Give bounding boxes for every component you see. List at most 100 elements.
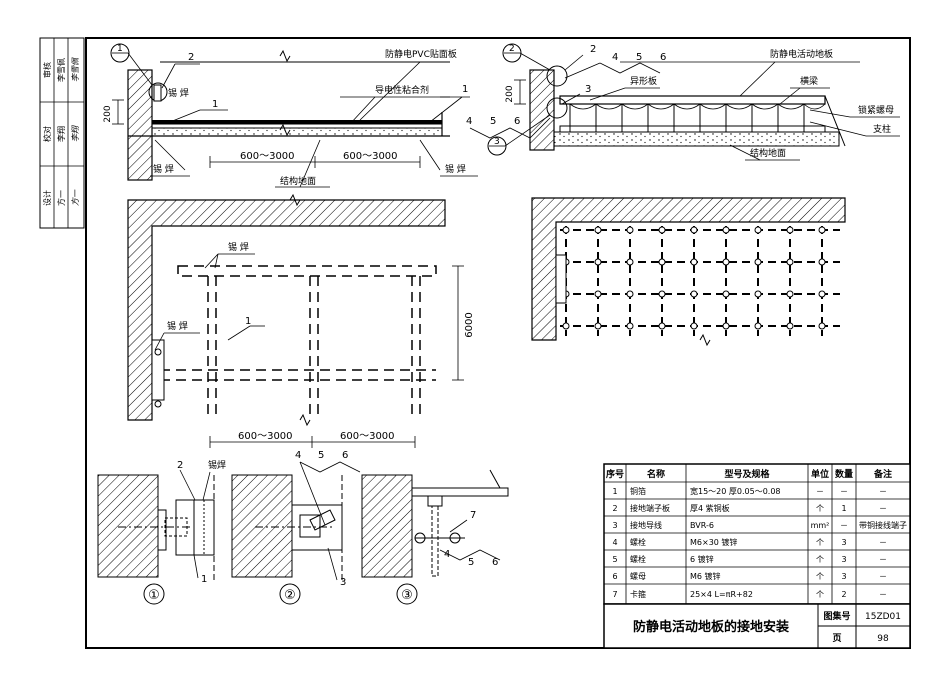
beam-label: 横梁	[800, 75, 818, 87]
table-cell: 个	[816, 572, 824, 581]
table-cell: 5	[612, 555, 617, 564]
atlas-label: 图集号	[823, 610, 850, 622]
detail-3-num-4: 4	[444, 549, 450, 560]
detail-1: 2 锡焊 1 ①	[97, 459, 226, 605]
detail-2: 4 5 6 3 ②	[231, 450, 361, 605]
side-stamp-block: 审核 校对 设计 李雪佩 李翔 方一 李雪佩 李翔 方一	[39, 37, 85, 229]
detail-3-num-5: 5	[468, 557, 474, 568]
detail-1-num-1: 1	[201, 574, 207, 585]
plan-dim-b: 600～3000	[340, 431, 395, 442]
stamp-role-1: 审核	[42, 62, 52, 78]
dim-200-right: 200	[505, 85, 515, 102]
table-cell: －	[879, 504, 887, 513]
table-header-name: 名称	[647, 468, 665, 480]
plan-raised-floor	[531, 197, 846, 347]
table-cell: 7	[612, 590, 617, 599]
detail-2-num-4: 4	[295, 450, 301, 461]
pillar-label: 支柱	[873, 123, 891, 135]
structural-floor-label-right: 结构地面	[750, 147, 786, 159]
detail-1-marker: ①	[148, 588, 160, 603]
table-cell: 宽15～20 厚0.05～0.08	[690, 486, 781, 496]
table-cell: －	[879, 538, 887, 547]
stamp-signature-3: 方一	[71, 189, 80, 206]
detail-2-num-3: 3	[340, 577, 346, 588]
table-cell: 1	[841, 504, 846, 513]
label-1-mid: 1	[212, 99, 218, 110]
table-cell: M6×30 镀锌	[690, 537, 737, 547]
num-4b-right: 4	[466, 116, 472, 127]
weld-top-left: 锡 焊	[168, 87, 189, 99]
table-cell: BVR-6	[690, 521, 714, 530]
material-table: 序号 名称 型号及规格 单位 数量 备注 1 铜箔 宽15～20 厚0.05～0…	[603, 463, 911, 605]
num-3-right: 3	[585, 84, 591, 95]
table-cell: 卡箍	[630, 589, 646, 599]
table-cell: －	[840, 487, 848, 496]
table-cell: 2	[612, 504, 617, 513]
table-cell: 螺母	[630, 571, 646, 581]
num-5b-right: 5	[490, 116, 496, 127]
section-raised-floor: 防静电活动地板 异形板 横梁 锁紧螺母 支柱 结构地面 2 2 4 5 6 3 …	[466, 43, 900, 161]
table-cell: 6 镀锌	[690, 554, 714, 564]
table-cell: －	[879, 572, 887, 581]
weld-right-label: 锡 焊	[445, 163, 466, 175]
weld-plan-top: 锡 焊	[228, 241, 249, 253]
table-cell: 1	[612, 487, 617, 496]
dim-600-3000-a: 600～3000	[240, 151, 295, 162]
table-header-note: 备注	[873, 468, 892, 480]
sheet-border	[85, 37, 911, 649]
table-header-qty: 数量	[835, 468, 853, 480]
detail-2-num-5: 5	[318, 450, 324, 461]
table-header-index: 序号	[606, 468, 624, 480]
stamp-name-3: 方一	[56, 190, 66, 206]
detail-3-marker: ③	[401, 588, 413, 603]
num-6-right: 6	[660, 52, 666, 63]
table-cell: －	[879, 487, 887, 496]
detail-2-marker: ②	[284, 588, 296, 603]
table-cell: 个	[816, 504, 824, 513]
page-label: 页	[832, 633, 841, 644]
weld-left-label: 锡 焊	[153, 163, 174, 175]
stamp-name-1: 李雪佩	[56, 58, 66, 82]
table-cell: 厚4 紫铜板	[690, 503, 730, 513]
table-cell: 螺栓	[630, 537, 646, 547]
table-header-spec: 型号及规格	[724, 468, 770, 480]
stamp-name-2: 李翔	[56, 126, 66, 142]
table-cell: 螺栓	[630, 554, 646, 564]
plan-dim-a: 600～3000	[238, 431, 293, 442]
conductive-glue-label: 导电性粘合剂	[375, 84, 429, 96]
raised-floor-label: 防静电活动地板	[770, 48, 833, 60]
callout-3-right: 3	[494, 137, 500, 147]
label-1-right: 1	[462, 84, 468, 95]
special-plate-label: 异形板	[630, 75, 657, 87]
num-5-right: 5	[636, 52, 642, 63]
stamp-role-2: 校对	[42, 126, 52, 142]
dim-600-3000-b: 600～3000	[343, 151, 398, 162]
table-cell: M6 镀锌	[690, 571, 721, 581]
callout-1: 1	[117, 44, 123, 54]
table-cell: 6	[612, 572, 617, 581]
table-cell: 3	[612, 521, 617, 530]
page-number: 98	[877, 634, 889, 644]
table-cell: －	[840, 521, 848, 530]
atlas-number: 15ZD01	[865, 612, 901, 622]
table-header-unit: 单位	[811, 468, 829, 480]
num-2-right: 2	[590, 44, 596, 55]
num-4-right: 4	[612, 52, 618, 63]
plan-label-1: 1	[245, 316, 251, 327]
table-cell: 个	[816, 590, 824, 599]
table-cell: mm²	[811, 521, 830, 530]
title-block: 防静电活动地板的接地安装 图集号 15ZD01 页 98	[603, 603, 911, 649]
stamp-signature-2: 李翔	[71, 124, 80, 142]
plan-pvc-floor: 锡 焊 锡 焊 1 6000 600～3000 600～3000	[127, 193, 475, 448]
table-cell: 带铜接线端子	[859, 520, 907, 530]
table-cell: 2	[841, 590, 846, 599]
detail-1-num-2: 2	[177, 460, 183, 471]
table-cell: 接地端子板	[630, 503, 670, 513]
stamp-role-3: 设计	[42, 190, 52, 206]
detail-3-num-7: 7	[470, 510, 476, 521]
dim-6000: 6000	[464, 312, 475, 337]
detail-3: 7 4 5 6 ③	[361, 469, 509, 605]
callout-2: 2	[188, 52, 194, 63]
drawing-title: 防静电活动地板的接地安装	[633, 619, 789, 635]
